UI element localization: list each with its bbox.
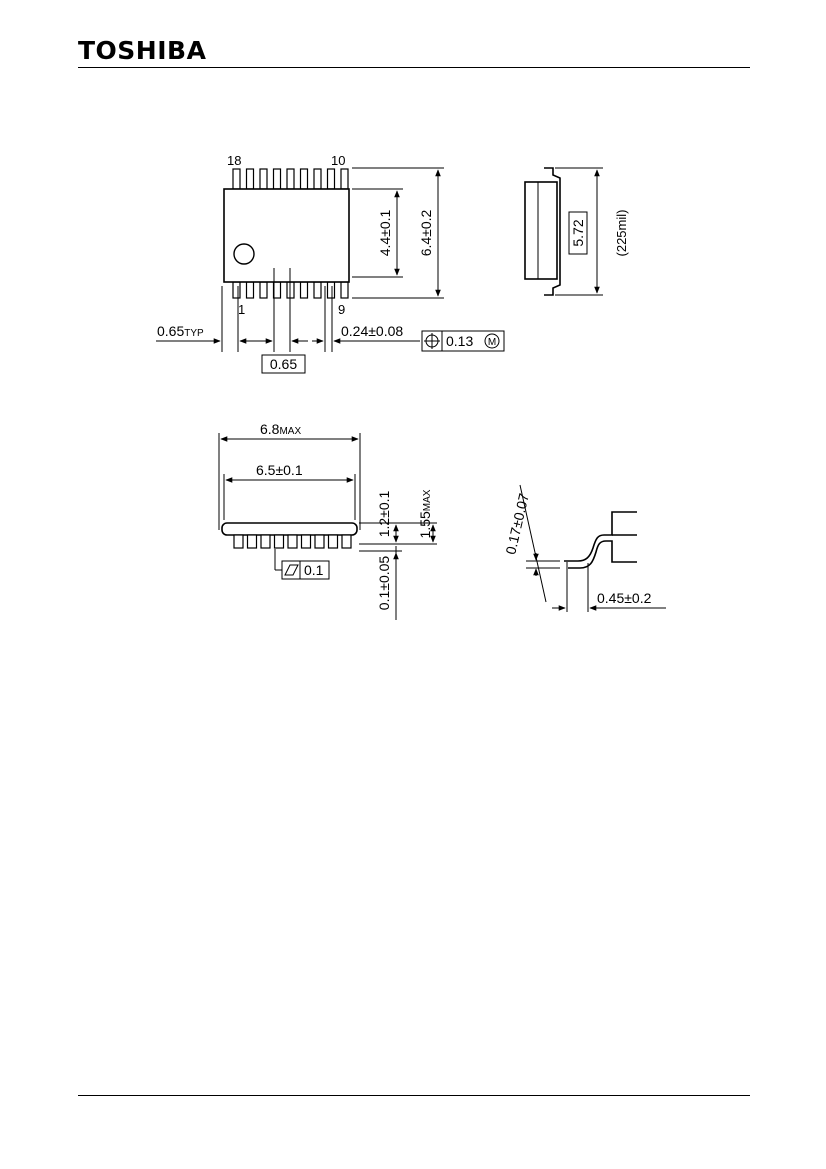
lead xyxy=(260,534,271,549)
dim-body-length: 6.5±0.1 xyxy=(256,462,303,478)
lead xyxy=(245,281,255,299)
position-tolerance-value: 0.13 xyxy=(446,333,473,349)
flatness-tolerance-frame xyxy=(281,560,330,580)
top-leads-lower xyxy=(232,281,349,299)
pin-label-18: 18 xyxy=(227,153,241,168)
front-leads xyxy=(233,534,352,549)
lead xyxy=(299,168,309,190)
front-view: 6.8MAX 6.5±0.1 1.2±0.1 0.1±0.05 1.55MAX … xyxy=(218,421,437,620)
lead xyxy=(340,168,349,190)
lead-thickness-guide xyxy=(519,484,547,603)
dim-total-height: 1.55MAX xyxy=(417,489,433,538)
top-view: 18 10 1 9 4.4±0.1 6.4±0.2 0.65TYP 0.65 0… xyxy=(156,153,505,374)
dim-pitch-basic: 0.65 xyxy=(270,356,297,372)
footer-rule xyxy=(78,1095,750,1096)
lead xyxy=(313,281,322,299)
lead xyxy=(246,534,258,549)
lead xyxy=(232,281,241,299)
dim-total-width: 6.4±0.2 xyxy=(418,209,434,256)
lead xyxy=(340,281,349,299)
side-lead-outline xyxy=(544,167,561,296)
pin1-index-mark xyxy=(233,243,255,265)
dim-lead-span-mil: (225mil) xyxy=(614,210,629,257)
dim-body-width: 4.4±0.1 xyxy=(377,209,393,256)
lead xyxy=(273,534,285,549)
flatness-icon xyxy=(284,564,299,576)
dim-body-height: 1.2±0.1 xyxy=(376,490,392,537)
lead xyxy=(232,168,241,190)
lead xyxy=(287,534,298,549)
package-body-top xyxy=(223,188,350,283)
lead xyxy=(326,168,336,190)
flatness-tolerance-value: 0.1 xyxy=(304,562,324,578)
dim-lead-span-basic: 5.72 xyxy=(570,219,586,246)
lead-profile-upper xyxy=(564,511,637,562)
lead xyxy=(272,281,282,299)
position-tolerance-frame xyxy=(421,330,505,352)
basic-dim-frame xyxy=(568,211,588,255)
lead xyxy=(313,168,322,190)
dim-lead-width: 0.24±0.08 xyxy=(341,323,403,339)
lead xyxy=(327,534,339,549)
lead xyxy=(259,168,268,190)
basic-dim-frame xyxy=(261,354,306,374)
mmc-modifier: M xyxy=(488,337,496,348)
lead xyxy=(326,281,336,299)
package-body-side xyxy=(524,181,558,280)
dim-length-max: 6.8MAX xyxy=(260,421,301,437)
top-leads-upper xyxy=(232,168,349,190)
lead xyxy=(233,534,244,549)
pin-label-1: 1 xyxy=(238,302,245,317)
lead xyxy=(314,534,325,549)
mmc-modifier-icon xyxy=(484,333,500,349)
lead xyxy=(286,168,295,190)
dim-standoff: 0.1±0.05 xyxy=(376,556,392,611)
header-rule xyxy=(78,67,750,68)
lead xyxy=(272,168,282,190)
toshiba-logo: TOSHIBA xyxy=(78,36,207,65)
lead xyxy=(245,168,255,190)
dim-pitch-typ: 0.65TYP xyxy=(157,323,204,339)
lead-detail-view: 0.17±0.07 0.45±0.2 xyxy=(502,484,666,612)
lead-profile-lower xyxy=(568,540,637,569)
dim-foot-length: 0.45±0.2 xyxy=(597,590,652,606)
package-body-front xyxy=(221,522,358,536)
lead xyxy=(299,281,309,299)
pin-label-10: 10 xyxy=(331,153,345,168)
lead xyxy=(259,281,268,299)
dim-lead-thickness: 0.17±0.07 xyxy=(502,492,532,556)
side-view: 5.72 (225mil) xyxy=(524,167,629,296)
lead xyxy=(341,534,352,549)
pin-label-9: 9 xyxy=(338,302,345,317)
lead xyxy=(300,534,312,549)
